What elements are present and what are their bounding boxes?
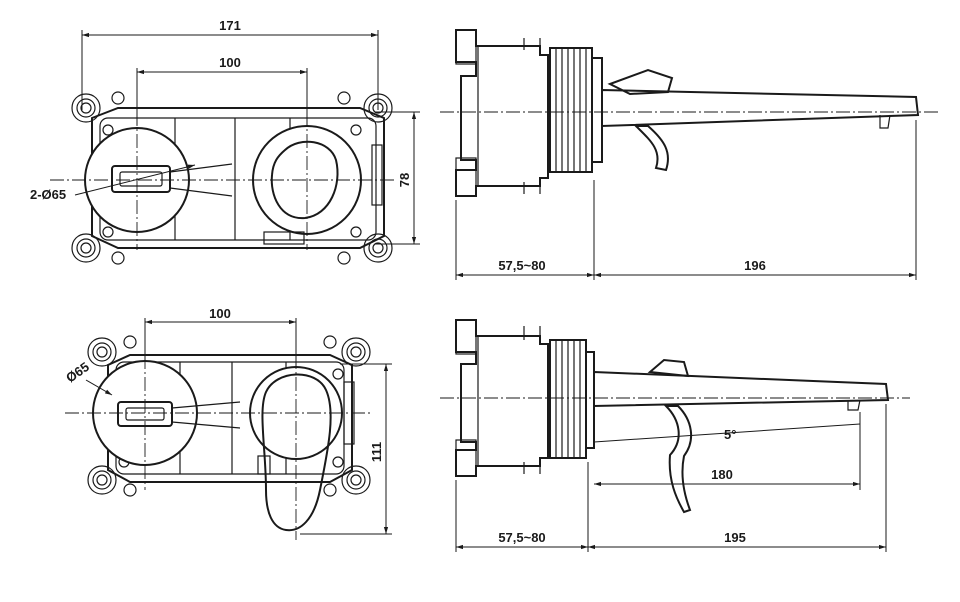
top-depth-range-label: 57,5~80 xyxy=(498,258,545,273)
bottom-front-view: 100 111 xyxy=(63,306,392,540)
bottom-depth-range-label: 57,5~80 xyxy=(498,530,545,545)
top-overall-width-label: 171 xyxy=(219,18,241,33)
bottom-hole-diameter-label: Ø65 xyxy=(63,359,92,385)
bottom-center-distance-label: 100 xyxy=(209,306,231,321)
top-center-distance-label: 100 xyxy=(219,55,241,70)
top-hole-diameter-label: 2-Ø65 xyxy=(30,187,66,202)
top-front-view: 171 100 78 xyxy=(30,18,420,265)
bottom-side-view: 5° 180 57,5~80 195 xyxy=(440,319,910,552)
top-side-view: 57,5~80 196 xyxy=(440,29,940,280)
bottom-spout-offset-label: 180 xyxy=(711,467,733,482)
bottom-height-label: 111 xyxy=(369,442,384,462)
bottom-angle-label: 5° xyxy=(724,427,736,442)
top-height-label: 78 xyxy=(397,173,412,187)
top-spout-reach-label: 196 xyxy=(744,258,766,273)
bottom-spout-length-label: 195 xyxy=(724,530,746,545)
